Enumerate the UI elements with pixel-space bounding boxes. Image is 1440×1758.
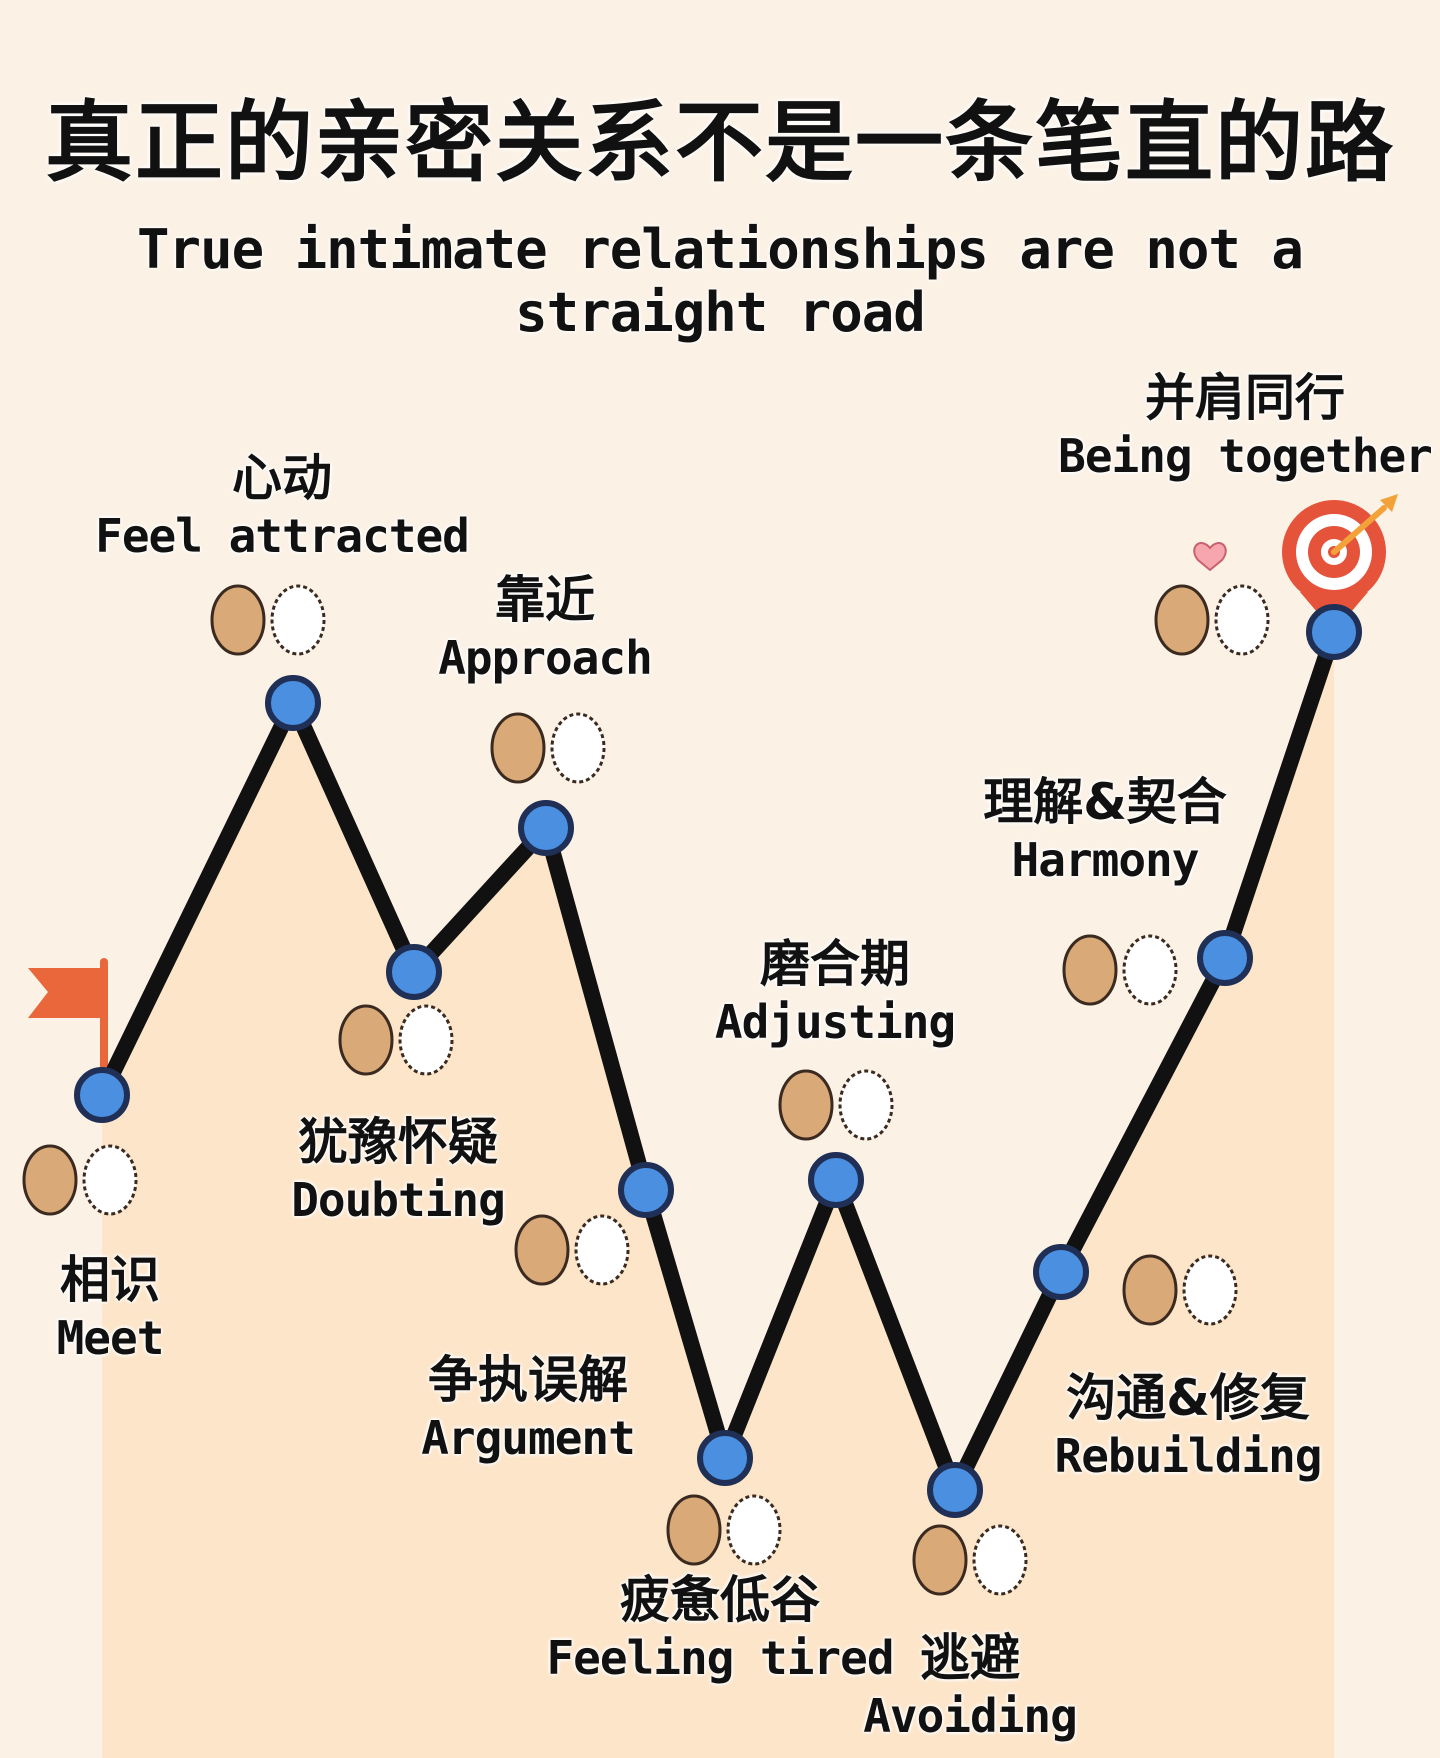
bunny-icon [270,584,326,656]
stage-label-en: Feel attracted [95,509,470,563]
stage-label-adjusting: 磨合期 Adjusting [714,934,956,1050]
bunny-icon [398,1004,454,1076]
stage-label-zh: 沟通&修复 [1066,1369,1310,1427]
bunny-icon [550,712,606,784]
couple-illustration-adjusting [778,1069,894,1141]
stage-label-en: Meet [56,1311,165,1365]
dog-icon [490,712,546,784]
stage-label-zh: 并肩同行 [1144,369,1345,427]
bunny-icon [972,1524,1028,1596]
stage-label-avoiding: 逃避 Avoiding [863,1628,1078,1744]
dog-icon [912,1524,968,1596]
stage-label-zh: 磨合期 [760,935,910,993]
couple-illustration-meet [22,1144,138,1216]
stage-label-rebuilding: 沟通&修复 Rebuilding [1054,1368,1323,1484]
path-area-fill [102,632,1334,1758]
target-arrow-head [1380,494,1398,512]
stage-label-zh: 理解&契合 [983,773,1227,831]
stage-label-zh: 犹豫怀疑 [298,1113,498,1171]
stage-label-en: Doubting [291,1173,506,1227]
dog-icon [778,1069,834,1141]
stage-label-en: Approach [438,631,653,685]
stage-label-being-together: 并肩同行 Being together [1058,368,1433,484]
stage-node-avoiding [927,1462,983,1518]
stage-label-zh: 疲惫低谷 [620,1571,820,1629]
stage-label-zh: 靠近 [495,571,595,629]
stage-label-en: Feeling tired [546,1631,894,1685]
stage-node-doubting [386,944,442,1000]
bunny-icon [574,1214,630,1286]
bunny-icon [838,1069,894,1141]
couple-illustration-doubting [338,1004,454,1076]
stage-node-being-together [1306,604,1362,660]
stage-label-zh: 争执误解 [428,1351,628,1409]
page-title: 真正的亲密关系不是一条笔直的路 [44,91,1395,194]
dog-icon [1154,584,1210,656]
stage-node-harmony [1197,930,1253,986]
stage-label-meet: 相识 Meet [56,1250,165,1366]
stage-label-argument: 争执误解 Argument [421,1350,636,1466]
couple-illustration-feeling-tired [666,1494,782,1566]
stage-node-meet [74,1067,130,1123]
dog-icon [338,1004,394,1076]
flag-icon [28,968,100,1018]
stage-node-approach [518,800,574,856]
dog-icon [22,1144,78,1216]
bunny-icon [82,1144,138,1216]
stage-label-en: Adjusting [714,995,956,1049]
couple-illustration-approach [490,712,606,784]
couple-illustration-being-together [1154,584,1270,656]
dog-icon [1122,1254,1178,1326]
stage-label-feeling-tired: 疲惫低谷 Feeling tired [546,1570,894,1686]
stage-node-rebuilding [1033,1244,1089,1300]
stage-label-approach: 靠近 Approach [438,570,653,686]
heart-icon [1193,542,1227,572]
couple-illustration-rebuilding [1122,1254,1238,1326]
stage-label-doubting: 犹豫怀疑 Doubting [291,1112,506,1228]
page-subtitle: True intimate relationships are not a st… [137,218,1304,344]
dog-icon [1062,934,1118,1006]
dog-icon [514,1214,570,1286]
couple-illustration-feel-attracted [210,584,326,656]
stage-node-feeling-tired [697,1430,753,1486]
dog-icon [210,584,266,656]
stage-label-en: Harmony [1011,833,1200,887]
bunny-icon [726,1494,782,1566]
stage-label-en: Rebuilding [1054,1429,1323,1483]
stage-label-harmony: 理解&契合 Harmony [983,772,1227,888]
stage-label-zh: 心动 [231,449,332,507]
couple-illustration-avoiding [912,1524,1028,1596]
bunny-icon [1182,1254,1238,1326]
stage-node-argument [618,1162,674,1218]
bunny-icon [1214,584,1270,656]
dog-icon [666,1494,722,1566]
stage-label-zh: 逃避 [920,1629,1020,1687]
stage-label-feel-attracted: 心动 Feel attracted [95,448,470,564]
stage-label-en: Avoiding [863,1689,1078,1743]
stage-label-en: Argument [421,1411,636,1465]
couple-illustration-harmony [1062,934,1178,1006]
bunny-icon [1122,934,1178,1006]
stage-label-en: Being together [1058,429,1433,483]
couple-illustration-argument [514,1214,630,1286]
stage-node-adjusting [808,1152,864,1208]
stage-label-zh: 相识 [60,1251,160,1309]
stage-node-feel-attracted [265,675,321,731]
target-arrow [1331,505,1387,555]
